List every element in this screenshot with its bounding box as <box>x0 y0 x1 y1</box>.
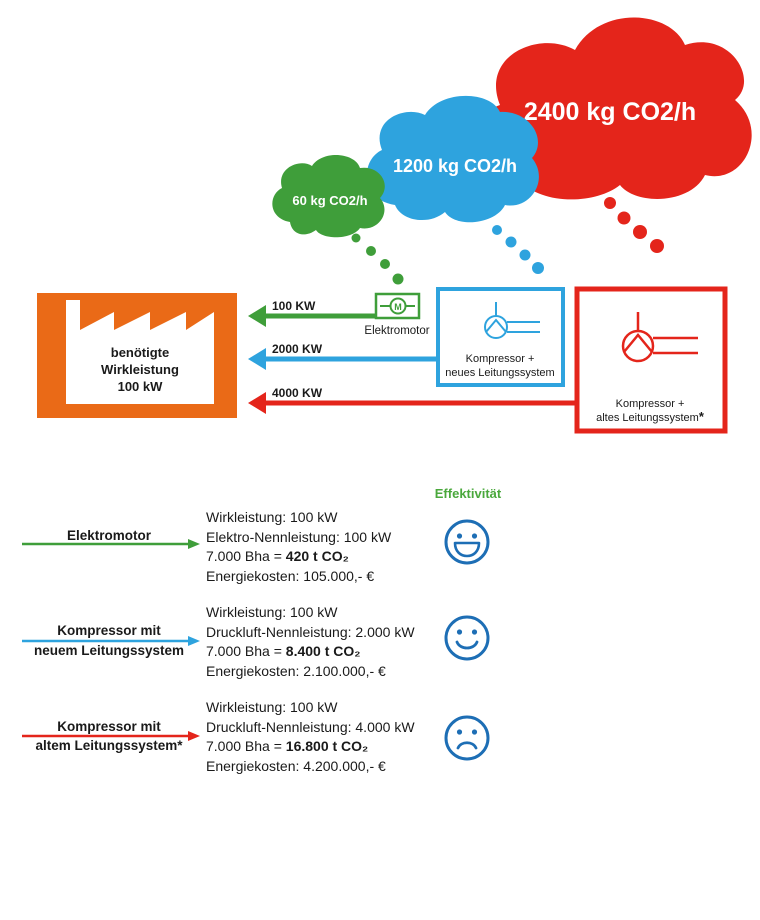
cloud-red-label: 2400 kg CO2/h <box>524 98 696 126</box>
arrow-blue: 2000 KW <box>248 342 438 370</box>
info-line: 7.000 Bha = 16.800 t CO₂ <box>206 737 415 757</box>
info-prefix: 7.000 Bha = <box>206 643 286 659</box>
energy-diagram: 2400 kg CO2/h 1200 kg CO2/h 60 kg CO2/h … <box>37 17 752 434</box>
compressor-new-icon <box>484 302 540 339</box>
legend-arrow-blue <box>22 636 200 646</box>
green-dot <box>392 273 404 285</box>
factory-label-line2: Wirkleistung <box>101 362 179 377</box>
sad-face-icon <box>444 715 490 761</box>
arrow-green-label: 100 KW <box>272 299 316 313</box>
blue-dot <box>532 262 544 274</box>
compressor-old-box <box>574 286 728 434</box>
factory-label-line3: 100 kW <box>118 379 164 394</box>
cloud-red-shape <box>473 17 752 200</box>
smiling-face-icon <box>444 615 490 661</box>
legend-label-compressor-old-2: altem Leitungssystem* <box>20 737 198 755</box>
legend-info-compressor-new: Wirkleistung: 100 kW Druckluft-Nennleist… <box>206 603 415 681</box>
green-dot <box>351 233 361 243</box>
laughing-face-icon <box>444 519 490 565</box>
legend-label-line1: Elektromotor <box>66 528 151 543</box>
legend-arrow-red <box>22 731 200 741</box>
info-co2-value: 420 t CO₂ <box>285 548 349 564</box>
cloud-green-shape <box>272 154 385 238</box>
legend-label-compressor-old: Kompressor mit <box>20 718 198 736</box>
compressor-old: Kompressor + altes Leitungssystem* <box>574 286 728 434</box>
legend-label-compressor-new-2: neuem Leitungssystem <box>20 642 198 660</box>
info-co2-value: 16.800 t CO₂ <box>285 738 369 754</box>
cloud-blue-shape <box>366 95 539 223</box>
info-line: Wirkleistung: 100 kW <box>206 604 338 620</box>
arrow-blue-label: 2000 KW <box>272 342 323 356</box>
info-line: Energiekosten: 105.000,- € <box>206 567 375 584</box>
motor-icon <box>389 297 407 315</box>
red-dots <box>604 197 664 253</box>
green-dot <box>366 246 376 256</box>
info-prefix: 7.000 Bha = <box>206 738 286 754</box>
info-line: Wirkleistung: 100 kW <box>206 509 338 525</box>
cloud-blue-label: 1200 kg CO2/h <box>393 156 517 176</box>
arrow-red: 4000 KW <box>248 386 577 414</box>
legend-info-electric: Wirkleistung: 100 kW Elektro-Nennleistun… <box>206 508 391 586</box>
blue-dot <box>492 225 502 235</box>
info-line: 7.000 Bha = 420 t CO₂ <box>206 547 391 567</box>
legend-label-line1: Kompressor mit <box>57 719 161 734</box>
compressor-old-label-line2: altes Leitungssystem* <box>596 409 705 424</box>
factory: benötigte Wirkleistung 100 kW <box>37 293 237 418</box>
arrow-blue-head <box>248 348 266 370</box>
effectiveness-heading: Effektivität <box>434 486 502 501</box>
info-line: Elektro-Nennleistung: 100 kW <box>206 528 392 545</box>
compressor-new: Kompressor + neues Leitungssystem <box>436 287 565 387</box>
electric-motor: M Elektromotor <box>364 292 430 337</box>
info-line: Energiekosten: 2.100.000,- € <box>206 662 386 679</box>
compressor-old-label-line1: Kompressor + <box>616 398 685 410</box>
compressor-new-label-line1: Kompressor + <box>466 353 535 365</box>
info-co2-value: 8.400 t CO₂ <box>285 643 361 659</box>
info-prefix: 7.000 Bha = <box>206 548 286 564</box>
info-line: 7.000 Bha = 8.400 t CO₂ <box>206 642 415 662</box>
legend-label-line2: neuem Leitungssystem <box>33 643 185 658</box>
compressor-old-asterisk: * <box>699 409 705 424</box>
info-line: Energiekosten: 4.200.000,- € <box>206 757 386 774</box>
red-dot <box>604 197 616 209</box>
cloud-blue: 1200 kg CO2/h <box>366 95 539 223</box>
cloud-red: 2400 kg CO2/h <box>473 17 752 200</box>
info-line: Druckluft-Nennleistung: 2.000 kW <box>206 623 415 640</box>
legend-label-line1: Kompressor mit <box>57 623 161 638</box>
cloud-green: 60 kg CO2/h <box>272 154 385 238</box>
red-dot <box>617 211 631 225</box>
legend-label-line2: altem Leitungssystem* <box>35 738 183 753</box>
compressor-old-icon <box>621 312 698 363</box>
motor-symbol: M <box>394 302 402 312</box>
arrow-green: 100 KW <box>248 299 376 327</box>
green-dots <box>351 233 404 285</box>
legend-label-compressor-new: Kompressor mit <box>20 622 198 640</box>
factory-label-line1: benötigte <box>111 345 170 360</box>
legend-arrow-green <box>22 539 200 549</box>
legend-info-compressor-old: Wirkleistung: 100 kW Druckluft-Nennleist… <box>206 698 415 776</box>
legend-label-electric: Elektromotor <box>20 527 198 545</box>
blue-dot <box>519 249 531 261</box>
red-dot <box>650 239 664 253</box>
arrow-red-head <box>248 392 266 414</box>
green-dot <box>380 259 390 269</box>
motor-label: Elektromotor <box>364 325 429 337</box>
compressor-new-label-line2: neues Leitungssystem <box>445 367 554 379</box>
red-dot <box>633 225 647 239</box>
factory-icon <box>66 300 214 404</box>
cloud-green-label: 60 kg CO2/h <box>292 193 367 208</box>
blue-dots <box>492 225 544 274</box>
info-line: Wirkleistung: 100 kW <box>206 699 338 715</box>
info-line: Druckluft-Nennleistung: 4.000 kW <box>206 718 415 735</box>
arrow-green-head <box>248 305 266 327</box>
blue-dot <box>505 236 517 248</box>
arrow-red-label: 4000 KW <box>272 386 323 400</box>
compressor-old-label-text: altes Leitungssystem <box>596 412 699 424</box>
